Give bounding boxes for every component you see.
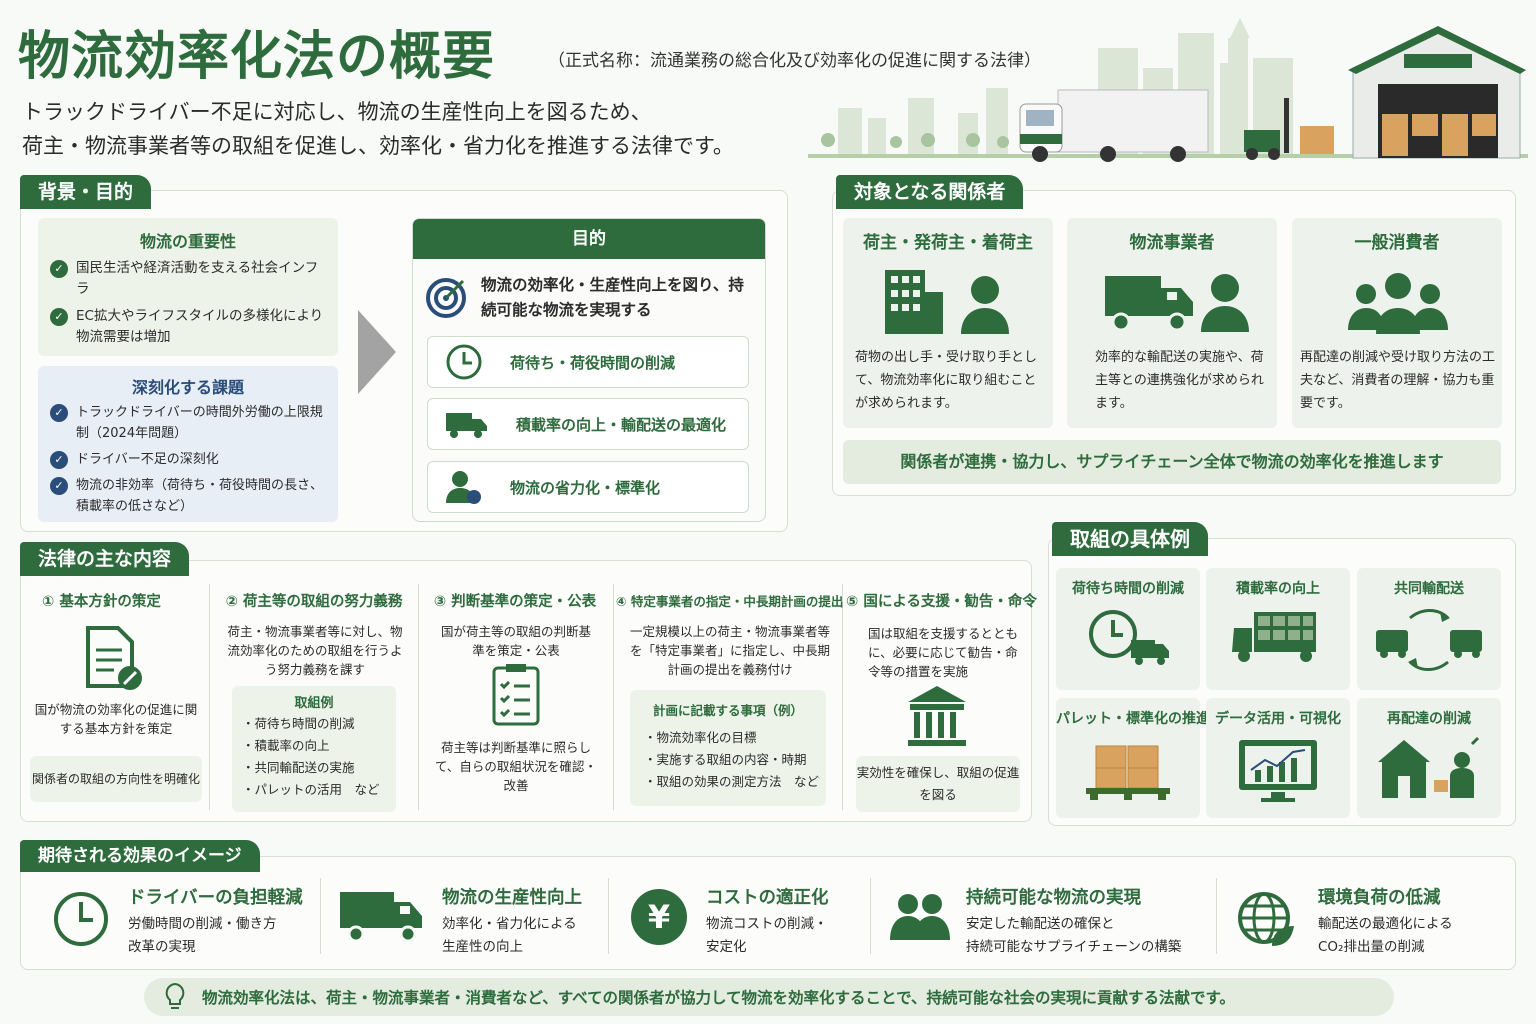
building-person-icon: [885, 270, 1009, 334]
arrow-right-icon: [358, 310, 396, 394]
stakeholder-card: 一般消費者 再配達の削減や受け取り方法の工夫など、消費者の理解・協力も重要です。: [1292, 218, 1502, 428]
issue-item: ✓トラックドライバーの時間外労働の上限規制（2024年問題）: [50, 402, 330, 444]
truck-icon: [340, 892, 422, 943]
people-icon: [890, 894, 950, 940]
truck-person-icon: [1105, 274, 1249, 332]
check-icon: ✓: [50, 404, 68, 422]
law-item-text: 国は取組を支援するとともに、必要に応じて勧告・命令等の措置を実施: [868, 626, 1019, 679]
worker-gear-icon: [446, 471, 481, 504]
effect-item: コストの適正化 物流コストの削減・ 安定化: [706, 888, 829, 955]
example-card: データ活用・可視化: [1206, 698, 1350, 818]
purpose-text: 物流の効率化・生産性向上を図り、持続可能な物流を実現する: [481, 276, 744, 319]
law-item-title: ① 基本方針の策定: [42, 594, 161, 610]
issues-title: 深刻化する課題: [131, 378, 244, 397]
shared-delivery-icon: [1376, 609, 1482, 671]
issue-item: ✓ドライバー不足の深刻化: [50, 449, 330, 470]
law-example-box: 取組例 ・荷待ち時間の削減・積載率の向上 ・共同輸配送の実施・パレットの活用 な…: [232, 686, 396, 812]
example-card: 共同輸配送: [1357, 568, 1501, 690]
divider: [209, 584, 210, 810]
law-tab: 法律の主な内容: [20, 542, 190, 576]
law-item-note: 荷主等は判断基準に照らして、自らの取組状況を確認・改善: [435, 740, 597, 793]
effect-item: 環境負荷の低減 輸配送の最適化による CO₂排出量の削減: [1318, 888, 1453, 955]
issue-item: ✓物流の非効率（荷待ち・荷役時間の長さ、積載率の低さなど）: [50, 475, 330, 517]
stakeholders-banner: 関係者が連携・協力し、サプライチェーン全体で物流の効率化を推進します: [843, 440, 1501, 484]
divider: [842, 584, 843, 810]
people-group-icon: [1348, 273, 1448, 334]
effect-item: 持続可能な物流の実現 安定した輸配送の確保と 持続可能なサプライチェーンの構築: [966, 888, 1182, 955]
page-title: 物流効率化法の概要: [18, 27, 496, 87]
example-card: 積載率の向上: [1206, 568, 1350, 690]
divider: [1216, 878, 1217, 954]
svg-text:¥: ¥: [648, 898, 670, 936]
truck-icon: [446, 413, 487, 438]
effect-item: ドライバーの負担軽減 労働時間の削減・働き方 改革の実現: [128, 888, 303, 955]
importance-item: ✓EC拡大やライフスタイルの多様化により物流需要は増加: [50, 306, 328, 348]
law-item-note: 実効性を確保し、取組の促進を図る: [856, 756, 1020, 812]
check-icon: ✓: [50, 451, 68, 469]
yen-icon: ¥: [631, 889, 687, 945]
divider: [418, 584, 419, 810]
globe-leaf-icon: [1238, 892, 1294, 946]
loaded-truck-icon: [1232, 612, 1316, 662]
stakeholders-tab: 対象となる関係者: [836, 175, 1024, 209]
divider: [870, 878, 871, 954]
clock-icon: [446, 344, 482, 380]
law-item-note: 関係者の取組の方向性を明確化: [30, 756, 202, 802]
analytics-monitor-icon: [1239, 740, 1317, 802]
law-item-text: 国が物流の効率化の促進に関する基本方針を策定: [34, 702, 198, 736]
law-item-title: ⑤ 国による支援・勧告・命令: [846, 594, 1037, 610]
stakeholder-card: 荷主・発荷主・着荷主 荷物の出し手・受け取り手として、物流効率化に取り組むことが…: [843, 218, 1053, 428]
law-item-title: ② 荷主等の取組の努力義務: [225, 594, 403, 610]
law-plan-box: 計画に記載する事項（例） ・物流効率化の目標・実施する取組の内容・時期・取組の効…: [630, 690, 826, 806]
document-pen-icon: [86, 626, 142, 690]
lightbulb-icon: [165, 982, 185, 1009]
divider: [613, 584, 614, 810]
government-building-icon: [908, 686, 966, 746]
footer-banner: 物流効率化法は、荷主・物流事業者・消費者など、すべての関係者が協力して物流を効率…: [144, 978, 1394, 1016]
check-icon: ✓: [50, 477, 68, 495]
home-delivery-icon: [1378, 736, 1480, 798]
effect-item: 物流の生産性向上 効率化・省力化による 生産性の向上: [442, 888, 582, 955]
purpose-item: 物流の省力化・標準化: [427, 461, 749, 513]
effects-tab: 期待される効果のイメージ: [20, 840, 260, 872]
lead-line-2: 荷主・物流事業者等の取組を促進し、効率化・省力化を推進する法律です。: [22, 134, 734, 158]
divider: [320, 878, 321, 954]
clock-icon: [54, 892, 108, 946]
effects-panel: [20, 856, 1516, 970]
checklist-icon: [492, 664, 540, 726]
logistics-illustration: [808, 18, 1528, 162]
law-item-text: 荷主・物流事業者等に対し、物流効率化のための取組を行うよう努力義務を課す: [227, 624, 403, 677]
importance-box: 物流の重要性 ✓国民生活や経済活動を支える社会インフラ ✓EC拡大やライフスタイ…: [38, 218, 338, 356]
purpose-item: 積載率の向上・輸配送の最適化: [427, 398, 749, 450]
target-icon: [426, 278, 466, 318]
example-card: パレット・標準化の推進: [1056, 698, 1210, 818]
footer-text: 物流効率化法は、荷主・物流事業者・消費者など、すべての関係者が協力して物流を効率…: [202, 989, 1235, 1007]
law-item-title: ④ 特定事業者の指定・中長期計画の提出: [616, 594, 844, 609]
law-item-text: 国が荷主等の取組の判断基準を策定・公表: [440, 624, 591, 658]
issues-box: 深刻化する課題 ✓トラックドライバーの時間外労働の上限規制（2024年問題） ✓…: [38, 366, 338, 522]
check-icon: ✓: [50, 308, 68, 326]
pallet-boxes-icon: [1086, 745, 1170, 800]
law-item-text: 一定規模以上の荷主・物流事業者等を「特定事業者」に指定し、中長期計画の提出を義務…: [629, 624, 830, 677]
importance-item: ✓国民生活や経済活動を支える社会インフラ: [50, 258, 328, 300]
stakeholder-card: 物流事業者 効率的な輸配送の実施や、荷主等との連携強化が求められます。: [1067, 218, 1277, 428]
divider: [608, 878, 609, 954]
example-card: 再配達の削減: [1357, 698, 1501, 818]
purpose-item: 荷待ち・荷役時間の削減: [427, 336, 749, 388]
example-card: 荷待ち時間の削減: [1056, 568, 1200, 690]
importance-title: 物流の重要性: [139, 232, 236, 251]
check-icon: ✓: [50, 260, 68, 278]
lead-line-1: トラックドライバー不足に対応し、物流の生産性向上を図るため、: [22, 100, 652, 124]
clock-truck-icon: [1089, 610, 1169, 665]
examples-tab: 取組の具体例: [1052, 522, 1208, 556]
purpose-title: 目的: [413, 219, 765, 259]
law-item-title: ③ 判断基準の策定・公表: [433, 594, 597, 610]
background-tab: 背景・目的: [20, 175, 152, 209]
official-name: （正式名称：流通業務の総合化及び効率化の促進に関する法律）: [548, 51, 1041, 71]
